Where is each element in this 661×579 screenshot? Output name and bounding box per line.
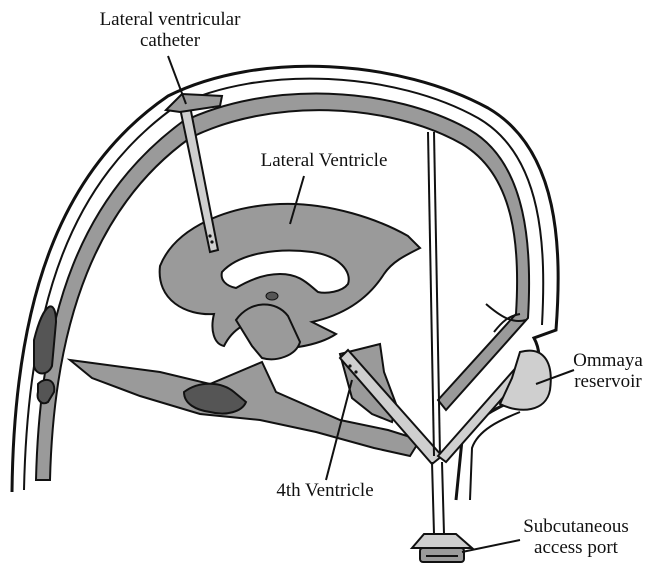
catheter-hole — [348, 364, 351, 367]
foramen-marker — [266, 292, 278, 300]
frontal-sinus-dark — [34, 306, 56, 373]
label-line: reservoir — [556, 371, 660, 392]
label-line: Subcutaneous — [496, 516, 656, 537]
subcutaneous-port-shape — [412, 534, 472, 548]
label-line: Lateral ventricular — [62, 9, 278, 30]
label-4th-ventricle: 4th Ventricle — [250, 480, 400, 501]
catheter-hole — [210, 240, 213, 243]
leader-catheter — [168, 56, 186, 104]
catheter-hole — [208, 234, 211, 237]
label-line: Ommaya — [556, 350, 660, 371]
label-subcutaneous-access-port: Subcutaneous access port — [496, 516, 656, 558]
label-line: access port — [496, 537, 656, 558]
label-line: catheter — [62, 30, 278, 51]
label-ommaya-reservoir: Ommaya reservoir — [556, 350, 660, 392]
port-tube — [432, 462, 444, 534]
label-lateral-ventricle: Lateral Ventricle — [224, 150, 424, 171]
catheter-hole — [354, 370, 357, 373]
label-lateral-ventricular-catheter: Lateral ventricular catheter — [62, 9, 278, 51]
connector-tube — [428, 132, 434, 456]
connector-tube-inner — [434, 132, 440, 456]
